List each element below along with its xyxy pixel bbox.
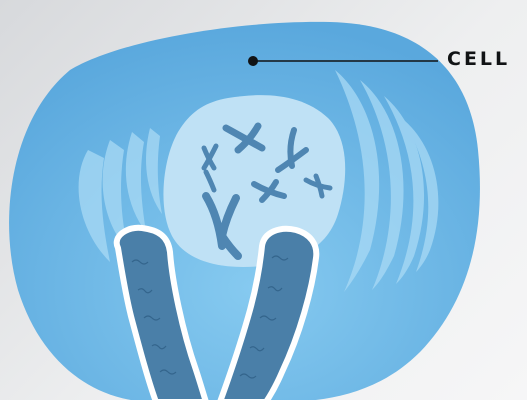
cell-label: CELL xyxy=(447,48,510,70)
